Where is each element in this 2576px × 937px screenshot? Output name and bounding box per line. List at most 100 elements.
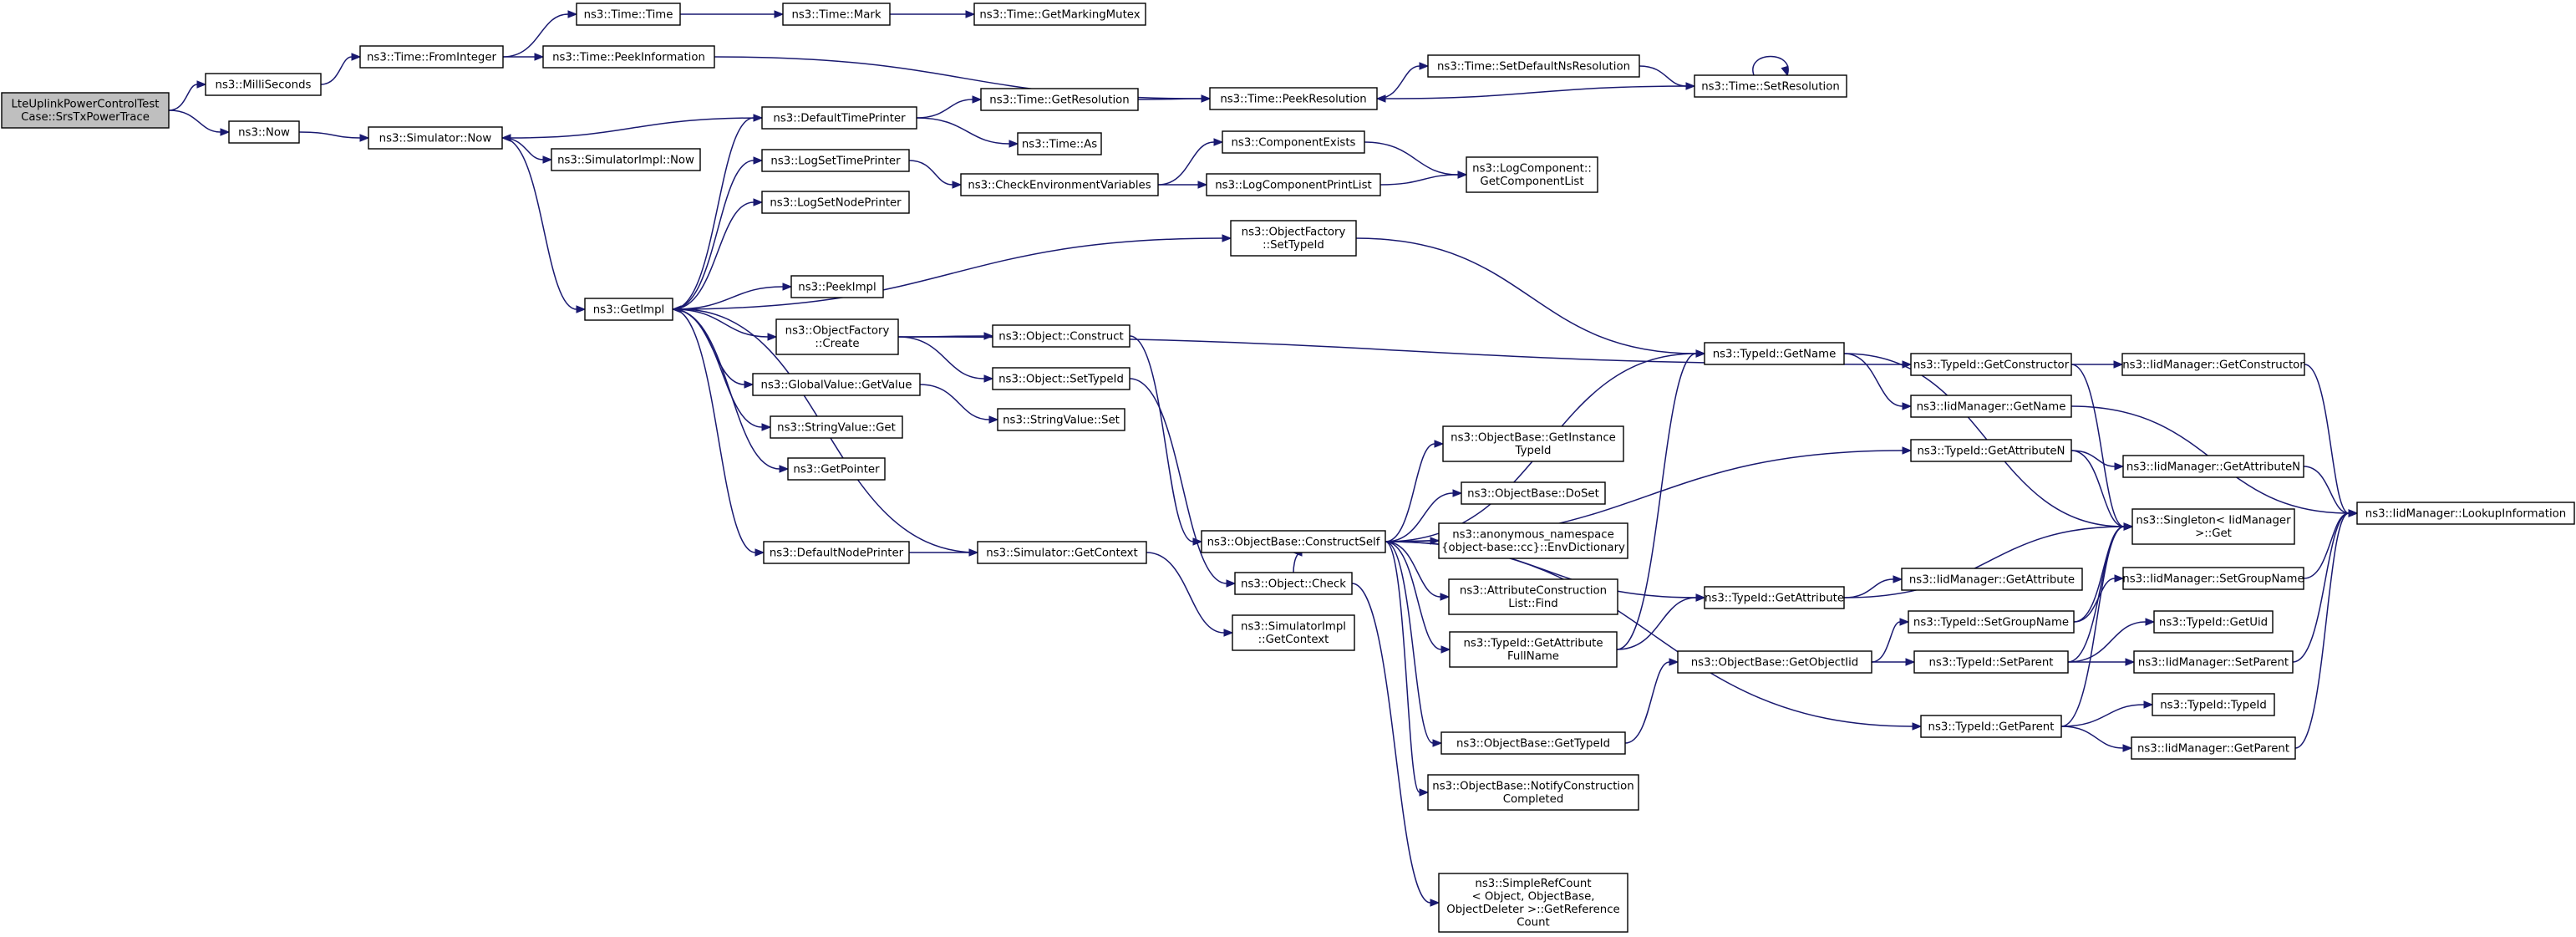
- node-defnp[interactable]: ns3::DefaultNodePrinter: [763, 541, 910, 564]
- node-peekres[interactable]: ns3::Time::PeekResolution: [1209, 87, 1378, 110]
- node-tidgetattr[interactable]: ns3::TypeId::GetAttribute: [1704, 586, 1845, 609]
- node-tidgetctor[interactable]: ns3::TypeId::GetConstructor: [1910, 353, 2072, 376]
- edge-simgetctx-to-simimplgetctx: [1146, 552, 1234, 637]
- node-compexists[interactable]: ns3::ComponentExists: [1222, 130, 1365, 154]
- node-fromint[interactable]: ns3::Time::FromInteger: [359, 45, 504, 69]
- node-label: ns3::TypeId::GetAttributeN: [1918, 445, 2065, 457]
- node-tidgetname[interactable]: ns3::TypeId::GetName: [1704, 342, 1845, 365]
- edge-getimpl-to-svget: [672, 308, 772, 431]
- edge-obgettid-to-obgetobjtid: [1624, 658, 1679, 744]
- node-singleton[interactable]: ns3::Singleton< IidManager>::Get: [2131, 508, 2295, 545]
- node-tidtypeid[interactable]: ns3::TypeId::TypeId: [2152, 693, 2275, 716]
- node-label: ns3::ComponentExists: [1231, 136, 1355, 149]
- node-iidgetctor[interactable]: ns3::IidManager::GetConstructor: [2121, 353, 2305, 376]
- node-checkenv[interactable]: ns3::CheckEnvironmentVariables: [960, 173, 1159, 196]
- node-getres[interactable]: ns3::Time::GetResolution: [980, 88, 1139, 111]
- node-simnow[interactable]: ns3::Simulator::Now: [368, 126, 503, 150]
- edge-getimpl-to-defnp: [672, 308, 765, 557]
- node-iidgetname[interactable]: ns3::IidManager::GetName: [1910, 395, 2072, 418]
- node-logsettp[interactable]: ns3::LogSetTimePrinter: [761, 149, 910, 172]
- node-tidgetparent[interactable]: ns3::TypeId::GetParent: [1920, 715, 2062, 738]
- edge-getimpl-to-logsettp: [672, 156, 764, 310]
- node-root[interactable]: LteUplinkPowerControlTestCase::SrsTxPowe…: [1, 92, 170, 129]
- node-anonenv[interactable]: ns3::anonymous_namespace{object-base::cc…: [1438, 522, 1628, 559]
- node-label: ns3::TypeId::GetAttribute: [1463, 638, 1603, 650]
- node-ofcreate[interactable]: ns3::ObjectFactory::Create: [775, 318, 899, 355]
- node-ofsettid[interactable]: ns3::ObjectFactory::SetTypeId: [1230, 220, 1357, 257]
- node-obconstructself[interactable]: ns3::ObjectBase::ConstructSelf: [1201, 530, 1386, 553]
- node-label: ::Create: [815, 338, 859, 350]
- edge-ofcreate-to-objsettid: [897, 336, 994, 383]
- edge-tidsetparent-to-tidgetuid: [2067, 618, 2156, 663]
- node-iidgetattr[interactable]: ns3::IidManager::GetAttribute: [1901, 568, 2083, 591]
- edge-getimpl-to-getpointer: [672, 308, 790, 473]
- node-label: ns3::ObjectBase::GetObjectIid: [1691, 656, 1858, 669]
- edge-root-to-milli: [168, 80, 207, 111]
- node-getcomplist[interactable]: ns3::LogComponent::GetComponentList: [1466, 156, 1598, 193]
- node-svget[interactable]: ns3::StringValue::Get: [770, 415, 903, 439]
- node-tidgetattrn[interactable]: ns3::TypeId::GetAttributeN: [1910, 439, 2072, 462]
- node-obgetobjtid[interactable]: ns3::ObjectBase::GetObjectIid: [1677, 650, 1872, 674]
- node-tidsetparent[interactable]: ns3::TypeId::SetParent: [1913, 650, 2069, 674]
- node-getimpl[interactable]: ns3::GetImpl: [584, 298, 673, 321]
- node-setdefns[interactable]: ns3::Time::SetDefaultNsResolution: [1427, 54, 1640, 78]
- node-label: ns3::Time::FromInteger: [367, 51, 497, 64]
- node-label: ns3::ObjectBase::GetTypeId: [1456, 737, 1610, 750]
- edge-logsettp-to-checkenv: [908, 160, 963, 189]
- node-gvgetvalue[interactable]: ns3::GlobalValue::GetValue: [752, 373, 921, 396]
- node-milli[interactable]: ns3::MilliSeconds: [205, 73, 322, 96]
- node-label: ns3::ObjectBase::GetInstance: [1451, 432, 1616, 445]
- node-objsettid[interactable]: ns3::Object::SetTypeId: [992, 367, 1130, 390]
- edge-tidgetparent-to-iidgetparent: [2060, 726, 2133, 752]
- node-objconstruct[interactable]: ns3::Object::Construct: [992, 324, 1130, 348]
- node-obnotify[interactable]: ns3::ObjectBase::NotifyConstructionCompl…: [1427, 774, 1639, 811]
- node-deftp[interactable]: ns3::DefaultTimePrinter: [761, 106, 917, 130]
- edge-tidsetparent-to-iidsetparent: [2067, 658, 2136, 666]
- node-timeas[interactable]: ns3::Time::As: [1017, 132, 1102, 155]
- edge-defnp-to-simgetctx: [909, 548, 979, 557]
- node-label: ns3::Time::PeekResolution: [1220, 93, 1366, 105]
- node-objcheck[interactable]: ns3::Object::Check: [1234, 572, 1353, 595]
- node-mark[interactable]: ns3::Time::Mark: [782, 3, 891, 26]
- node-label: ns3::IidManager::GetAttributeN: [2126, 461, 2300, 473]
- node-iidlookup[interactable]: ns3::IidManager::LookupInformation: [2356, 502, 2575, 525]
- node-iidgetparent[interactable]: ns3::IidManager::GetParent: [2131, 736, 2296, 760]
- edge-setres-to-peekres: [1375, 85, 1695, 103]
- node-iidgetattrn[interactable]: ns3::IidManager::GetAttributeN: [2122, 455, 2304, 478]
- edge-tidgetattrn-to-iidgetattrn: [2070, 450, 2125, 471]
- edge-compexists-to-getcomplist: [1364, 141, 1468, 179]
- edge-tidgetctor-to-iidgetctor: [2071, 360, 2124, 369]
- node-label: ns3::ObjectFactory: [785, 325, 890, 338]
- node-simimplnow[interactable]: ns3::SimulatorImpl::Now: [551, 148, 701, 171]
- node-peekimpl[interactable]: ns3::PeekImpl: [790, 275, 884, 298]
- node-label: ns3::ObjectBase::ConstructSelf: [1207, 536, 1380, 548]
- node-now[interactable]: ns3::Now: [228, 120, 300, 144]
- node-tidsetgn[interactable]: ns3::TypeId::SetGroupName: [1908, 610, 2075, 634]
- edge-obgetobjtid-to-tidsetparent: [1871, 658, 1916, 666]
- node-iidsetparent[interactable]: ns3::IidManager::SetParent: [2133, 650, 2294, 674]
- node-tidgetuid[interactable]: ns3::TypeId::GetUid: [2153, 610, 2274, 634]
- node-iidsetgn[interactable]: ns3::IidManager::SetGroupName: [2122, 567, 2304, 590]
- node-time[interactable]: ns3::Time::Time: [576, 3, 681, 26]
- node-label: ::SetTypeId: [1263, 239, 1324, 252]
- edge-tidgetparent-to-singleton: [2060, 522, 2134, 727]
- node-obgettid[interactable]: ns3::ObjectBase::GetTypeId: [1440, 731, 1626, 755]
- node-logsetnp[interactable]: ns3::LogSetNodePrinter: [761, 191, 910, 214]
- node-srcgetref[interactable]: ns3::SimpleRefCount< Object, ObjectBase,…: [1438, 873, 1628, 933]
- node-obdoset[interactable]: ns3::ObjectBase::DoSet: [1461, 481, 1606, 505]
- node-mutex[interactable]: ns3::Time::GetMarkingMutex: [973, 3, 1146, 26]
- node-label: ns3::TypeId::SetGroupName: [1913, 616, 2069, 629]
- node-svset[interactable]: ns3::StringValue::Set: [997, 408, 1125, 431]
- node-label: ns3::Time::GetResolution: [989, 94, 1129, 106]
- node-label: List::Find: [1508, 598, 1557, 610]
- node-setres[interactable]: ns3::Time::SetResolution: [1694, 74, 1847, 98]
- node-logcomppl[interactable]: ns3::LogComponentPrintList: [1206, 173, 1381, 196]
- node-getpointer[interactable]: ns3::GetPointer: [787, 457, 886, 481]
- node-label: ns3::Time::PeekInformation: [552, 51, 705, 64]
- node-simimplgetctx[interactable]: ns3::SimulatorImpl::GetContext: [1232, 614, 1355, 651]
- node-peekinfo[interactable]: ns3::Time::PeekInformation: [542, 45, 715, 69]
- node-simgetctx[interactable]: ns3::Simulator::GetContext: [977, 541, 1147, 564]
